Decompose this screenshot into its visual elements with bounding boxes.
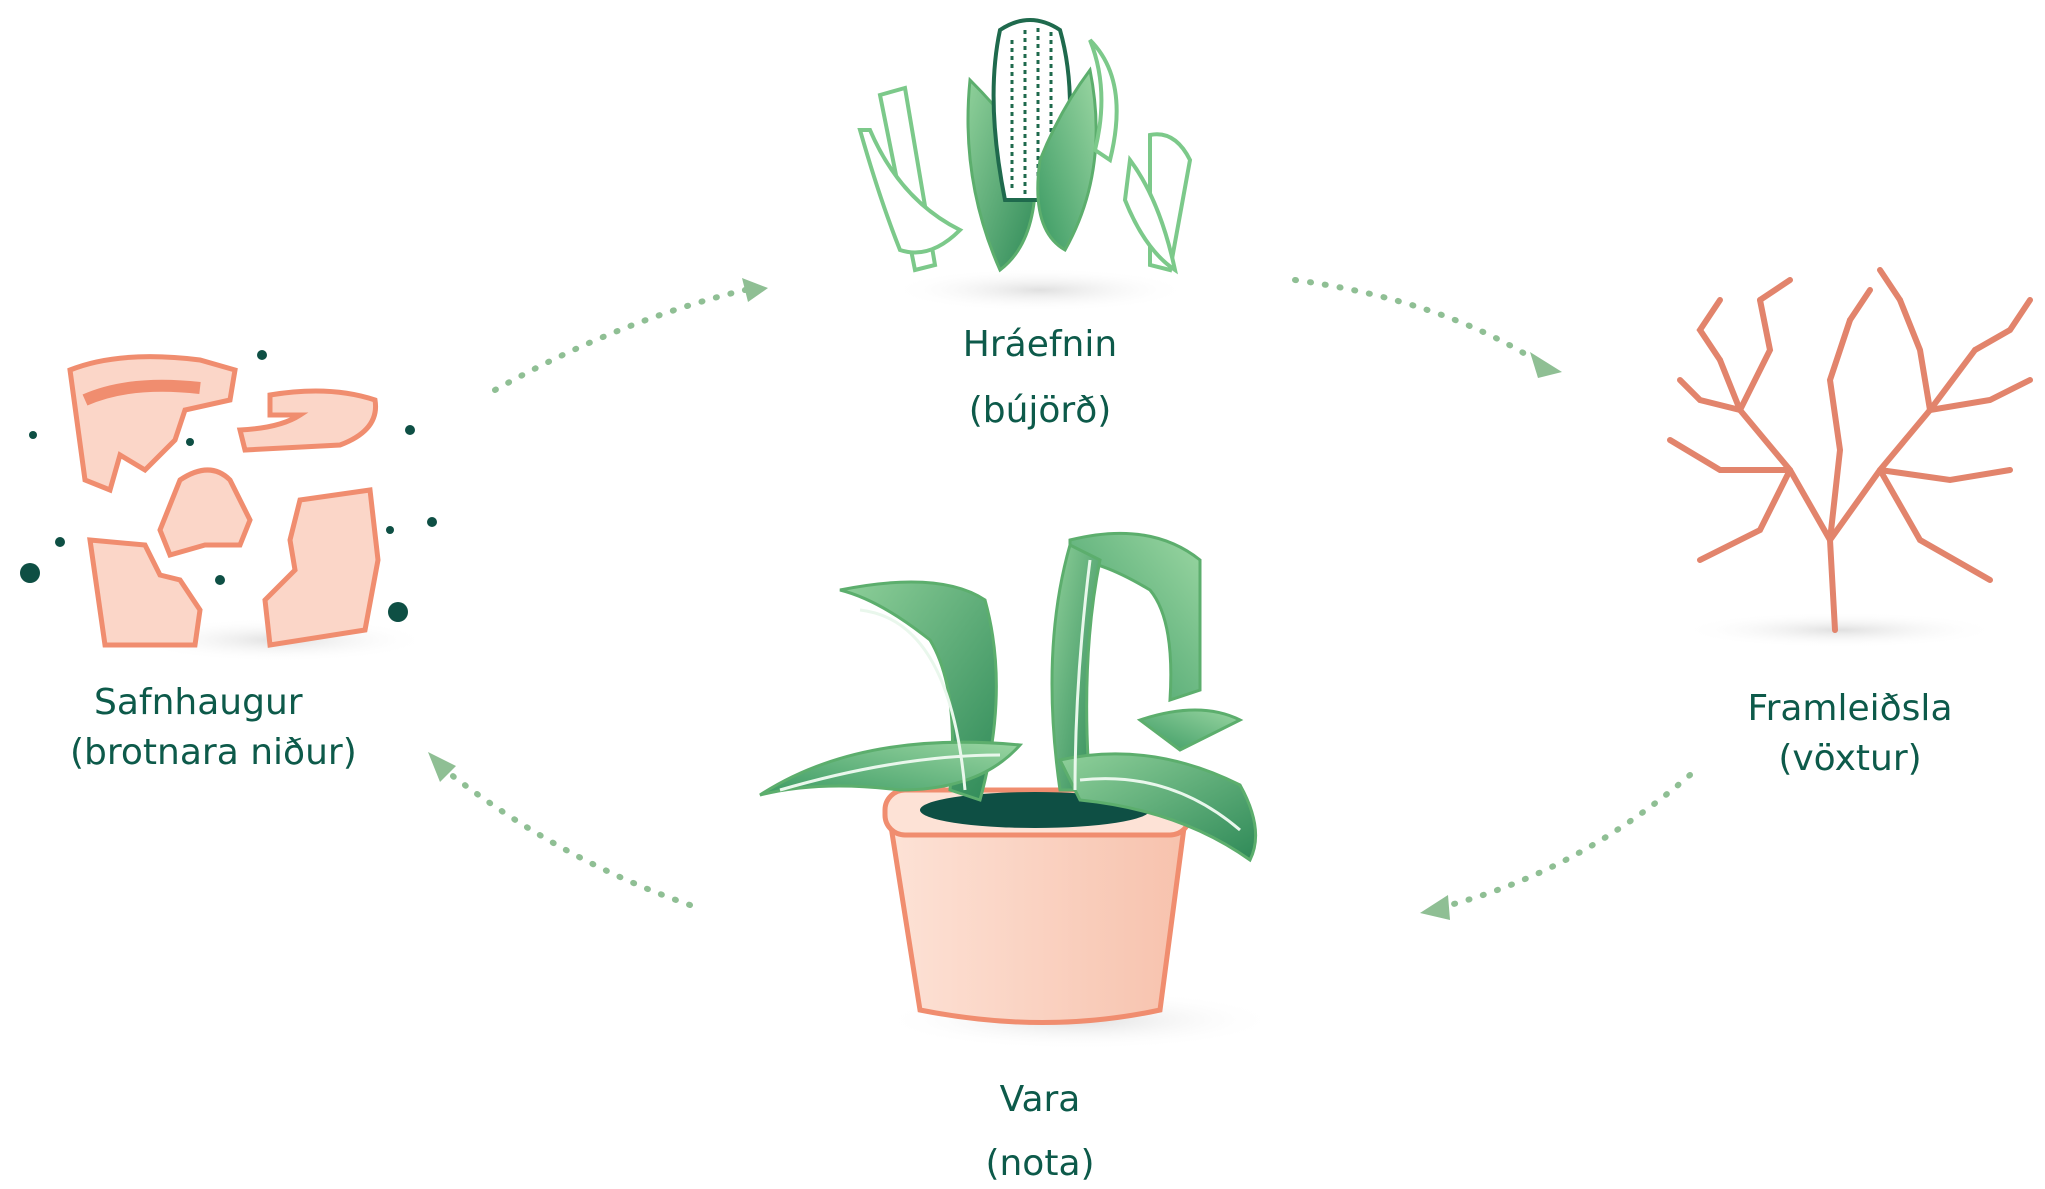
node-product-label: Vara (nota) (880, 1075, 1200, 1189)
node-compost-label: Safnhaugur (brotnara niður) (70, 678, 410, 778)
arrow-manufacturing-to-product (1420, 775, 1690, 920)
potted-plant-icon (760, 533, 1280, 1050)
coral-branch-icon (1670, 270, 2030, 648)
arrow-product-to-compost (428, 752, 690, 905)
compost-title: Safnhaugur (70, 678, 410, 728)
product-subtitle: (nota) (880, 1139, 1200, 1189)
node-manufacturing-label: Framleiðsla (vöxtur) (1700, 684, 2000, 784)
manufacturing-title: Framleiðsla (1700, 684, 2000, 734)
arrow-compost-to-raw (495, 278, 768, 390)
raw-materials-subtitle: (bújörð) (880, 386, 1200, 436)
corn-icon (860, 20, 1190, 312)
arrow-raw-to-manufacturing (1295, 280, 1562, 378)
node-raw-materials-label: Hráefnin (bújörð) (880, 320, 1200, 436)
raw-materials-title: Hráefnin (880, 320, 1200, 370)
compost-subtitle: (brotnara niður) (70, 728, 410, 778)
broken-pot-icon (20, 350, 437, 662)
product-title: Vara (880, 1075, 1200, 1125)
manufacturing-subtitle: (vöxtur) (1700, 734, 2000, 784)
